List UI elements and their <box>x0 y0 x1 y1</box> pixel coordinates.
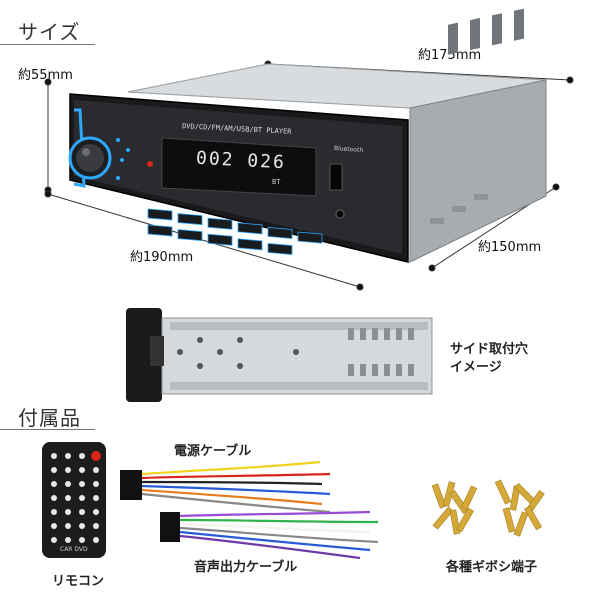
remote-bottom-label: CAR DVD <box>60 546 88 553</box>
depth-dimension-label: 約175mm <box>418 48 482 63</box>
side-view-illustration <box>126 308 433 402</box>
audio-output-cable <box>160 510 379 560</box>
size-section-title: サイズ <box>18 20 81 44</box>
power-cable-caption: 電源ケーブル <box>174 444 252 459</box>
rear-width-dimension-label: 約150mm <box>478 240 542 255</box>
remote-control <box>42 442 106 558</box>
lcd-sub: BT <box>272 178 281 186</box>
audio-cable-caption: 音声出力ケーブル <box>194 560 298 575</box>
side-view-caption-line1: サイド取付穴 <box>450 342 529 357</box>
height-dimension-label: 約55mm <box>18 68 73 83</box>
head-unit-illustration <box>44 8 574 291</box>
accessories-section-title: 付属品 <box>18 406 81 430</box>
accessories-title-underline <box>0 429 95 430</box>
side-view-caption-line2: イメージ <box>450 360 502 375</box>
size-title-underline <box>0 44 95 45</box>
terminals-caption: 各種ギボシ端子 <box>446 560 538 575</box>
terminal-pieces <box>431 479 545 537</box>
power-cable <box>120 460 331 514</box>
remote-caption: リモコン <box>52 574 105 589</box>
width-dimension-label: 約190mm <box>130 250 194 265</box>
